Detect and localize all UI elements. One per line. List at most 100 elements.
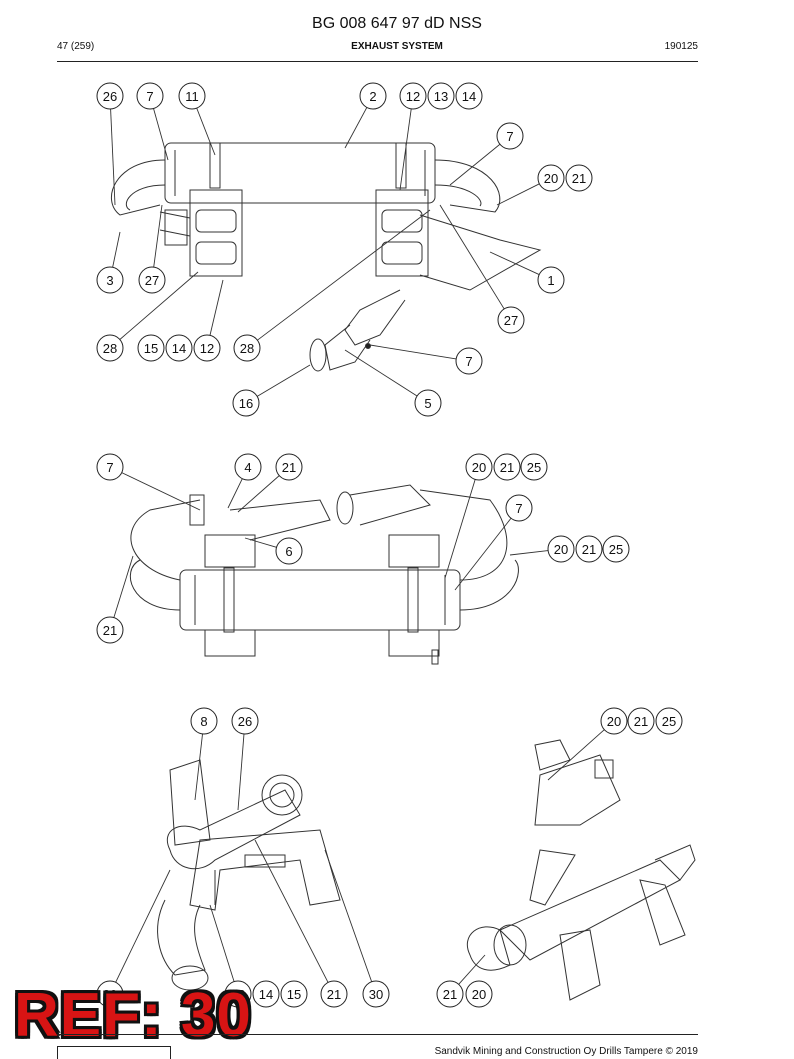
callout-number: 12 — [231, 987, 245, 1002]
callout-balloon: 11 — [178, 82, 206, 110]
callout-number: 12 — [406, 89, 420, 104]
callout-balloon: 20 — [547, 535, 575, 563]
callout-number: 27 — [504, 313, 518, 328]
callout-number: 20 — [554, 542, 568, 557]
callout-balloon: 12 — [224, 980, 252, 1008]
leader-line — [489, 251, 540, 275]
leader-line — [444, 479, 476, 579]
ref-stamp: REF: 30 — [14, 981, 252, 1050]
callout-balloon: 3 — [96, 266, 124, 294]
leader-line — [324, 849, 373, 982]
copyright-text: Sandvik Mining and Construction Oy Drill… — [434, 1046, 698, 1057]
callout-balloon: 26 — [231, 707, 259, 735]
leader-line — [110, 108, 116, 206]
callout-number: 26 — [103, 89, 117, 104]
callout-balloon: 8 — [190, 707, 218, 735]
callout-balloon: 12 — [399, 82, 427, 110]
leader-line — [115, 869, 171, 983]
callout-number: 20 — [544, 171, 558, 186]
callout-balloon: 15 — [280, 980, 308, 1008]
callout-number: 21 — [500, 460, 514, 475]
leader-line — [256, 364, 311, 397]
callout-balloon: 21 — [565, 164, 593, 192]
callout-balloon: 29 — [96, 980, 124, 1008]
callout-balloon: 7 — [496, 122, 524, 150]
callout-balloon: 1 — [537, 266, 565, 294]
callout-number: 7 — [506, 129, 513, 144]
callout-number: 21 — [103, 623, 117, 638]
leader-line — [454, 517, 512, 591]
callout-number: 6 — [285, 544, 292, 559]
callout-number: 20 — [607, 714, 621, 729]
callout-balloon: 28 — [96, 334, 124, 362]
footer-divider — [57, 1034, 698, 1035]
view-1-illustration — [110, 142, 542, 372]
section-title: EXHAUST SYSTEM — [351, 41, 443, 52]
callout-balloon: 4 — [234, 453, 262, 481]
callout-number: 14 — [462, 89, 476, 104]
document-number: BG 008 647 97 dD NSS — [312, 15, 482, 32]
leader-line — [344, 107, 368, 149]
callout-balloon: 2 — [359, 82, 387, 110]
leader-line — [344, 349, 418, 397]
leader-line — [112, 231, 121, 268]
view-2-illustration — [130, 484, 519, 665]
callout-number: 28 — [240, 341, 254, 356]
callout-number: 2 — [369, 89, 376, 104]
callout-number: 7 — [465, 354, 472, 369]
callout-number: 15 — [287, 987, 301, 1002]
leader-line — [257, 209, 431, 341]
leader-line — [244, 537, 277, 548]
callout-balloon: 28 — [233, 334, 261, 362]
callout-balloon: 20 — [465, 980, 493, 1008]
callout-balloon: 20 — [600, 707, 628, 735]
callout-number: 21 — [443, 987, 457, 1002]
leader-line — [449, 143, 501, 186]
callout-balloon: 14 — [455, 82, 483, 110]
callout-number: 30 — [369, 987, 383, 1002]
callout-number: 7 — [515, 501, 522, 516]
callout-balloon: 7 — [505, 494, 533, 522]
leader-line — [121, 472, 201, 511]
callout-number: 25 — [662, 714, 676, 729]
callout-balloon: 21 — [320, 980, 348, 1008]
callout-number: 26 — [238, 714, 252, 729]
callout-balloon: 21 — [275, 453, 303, 481]
view-3-illustration — [157, 739, 696, 1001]
callout-balloon: 12 — [193, 334, 221, 362]
leader-line — [547, 729, 605, 781]
leader-line — [439, 204, 505, 310]
callout-balloon: 21 — [627, 707, 655, 735]
header-divider — [57, 61, 698, 62]
leader-line — [194, 733, 203, 801]
leader-line — [119, 271, 199, 340]
leader-line — [509, 550, 549, 556]
callout-number: 3 — [106, 273, 113, 288]
callout-balloon: 13 — [427, 82, 455, 110]
callout-balloon: 21 — [575, 535, 603, 563]
leader-line — [237, 733, 245, 811]
leader-line — [153, 108, 169, 161]
callout-balloon: 26 — [96, 82, 124, 110]
callout-number: 1 — [547, 273, 554, 288]
leader-line — [153, 204, 163, 268]
callout-number: 14 — [259, 987, 273, 1002]
callout-number: 8 — [200, 714, 207, 729]
callout-balloon: 30 — [362, 980, 390, 1008]
callout-number: 4 — [244, 460, 251, 475]
leader-line — [227, 478, 243, 509]
leader-line — [399, 108, 412, 191]
leader-line — [496, 183, 540, 206]
callout-balloon: 7 — [455, 347, 483, 375]
callout-number: 15 — [144, 341, 158, 356]
callout-balloon: 5 — [414, 389, 442, 417]
callout-balloon: 14 — [165, 334, 193, 362]
leader-line — [113, 555, 134, 618]
callout-number: 16 — [239, 396, 253, 411]
callout-balloon: 25 — [655, 707, 683, 735]
page-number: 47 (259) — [57, 41, 95, 52]
callout-number: 7 — [106, 460, 113, 475]
callout-balloon: 25 — [520, 453, 548, 481]
callout-number: 27 — [145, 273, 159, 288]
